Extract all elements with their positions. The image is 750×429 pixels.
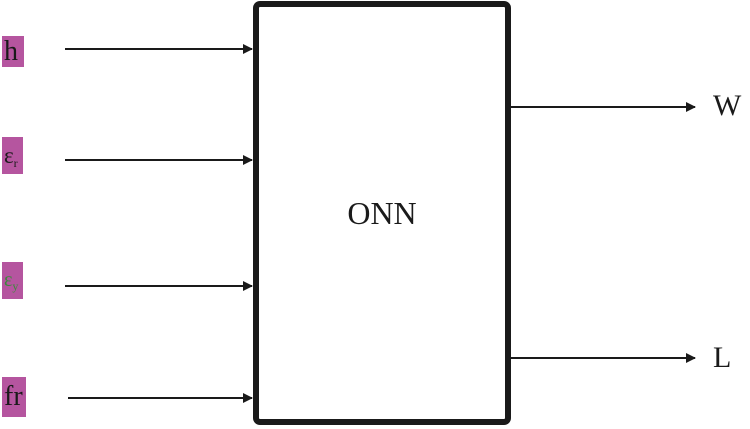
epsilon-y-symbol: ε bbox=[4, 269, 13, 291]
epsilon-y-subscript: y bbox=[12, 279, 19, 293]
input-arrows bbox=[65, 44, 253, 403]
output-arrows bbox=[511, 102, 696, 363]
output-label-l: L bbox=[713, 341, 732, 374]
input-label-h: h bbox=[2, 36, 24, 67]
output-label-w: W bbox=[713, 89, 742, 122]
input-label-fr: fr bbox=[2, 377, 26, 417]
input-label-epsilon-y: εy bbox=[2, 262, 23, 299]
epsilon-r-subscript: r bbox=[13, 156, 18, 170]
input-label-epsilon-r: εr bbox=[2, 137, 23, 174]
onn-block-label: ONN bbox=[347, 195, 417, 231]
onn-block bbox=[253, 1, 511, 425]
epsilon-r-symbol: ε bbox=[4, 143, 14, 168]
